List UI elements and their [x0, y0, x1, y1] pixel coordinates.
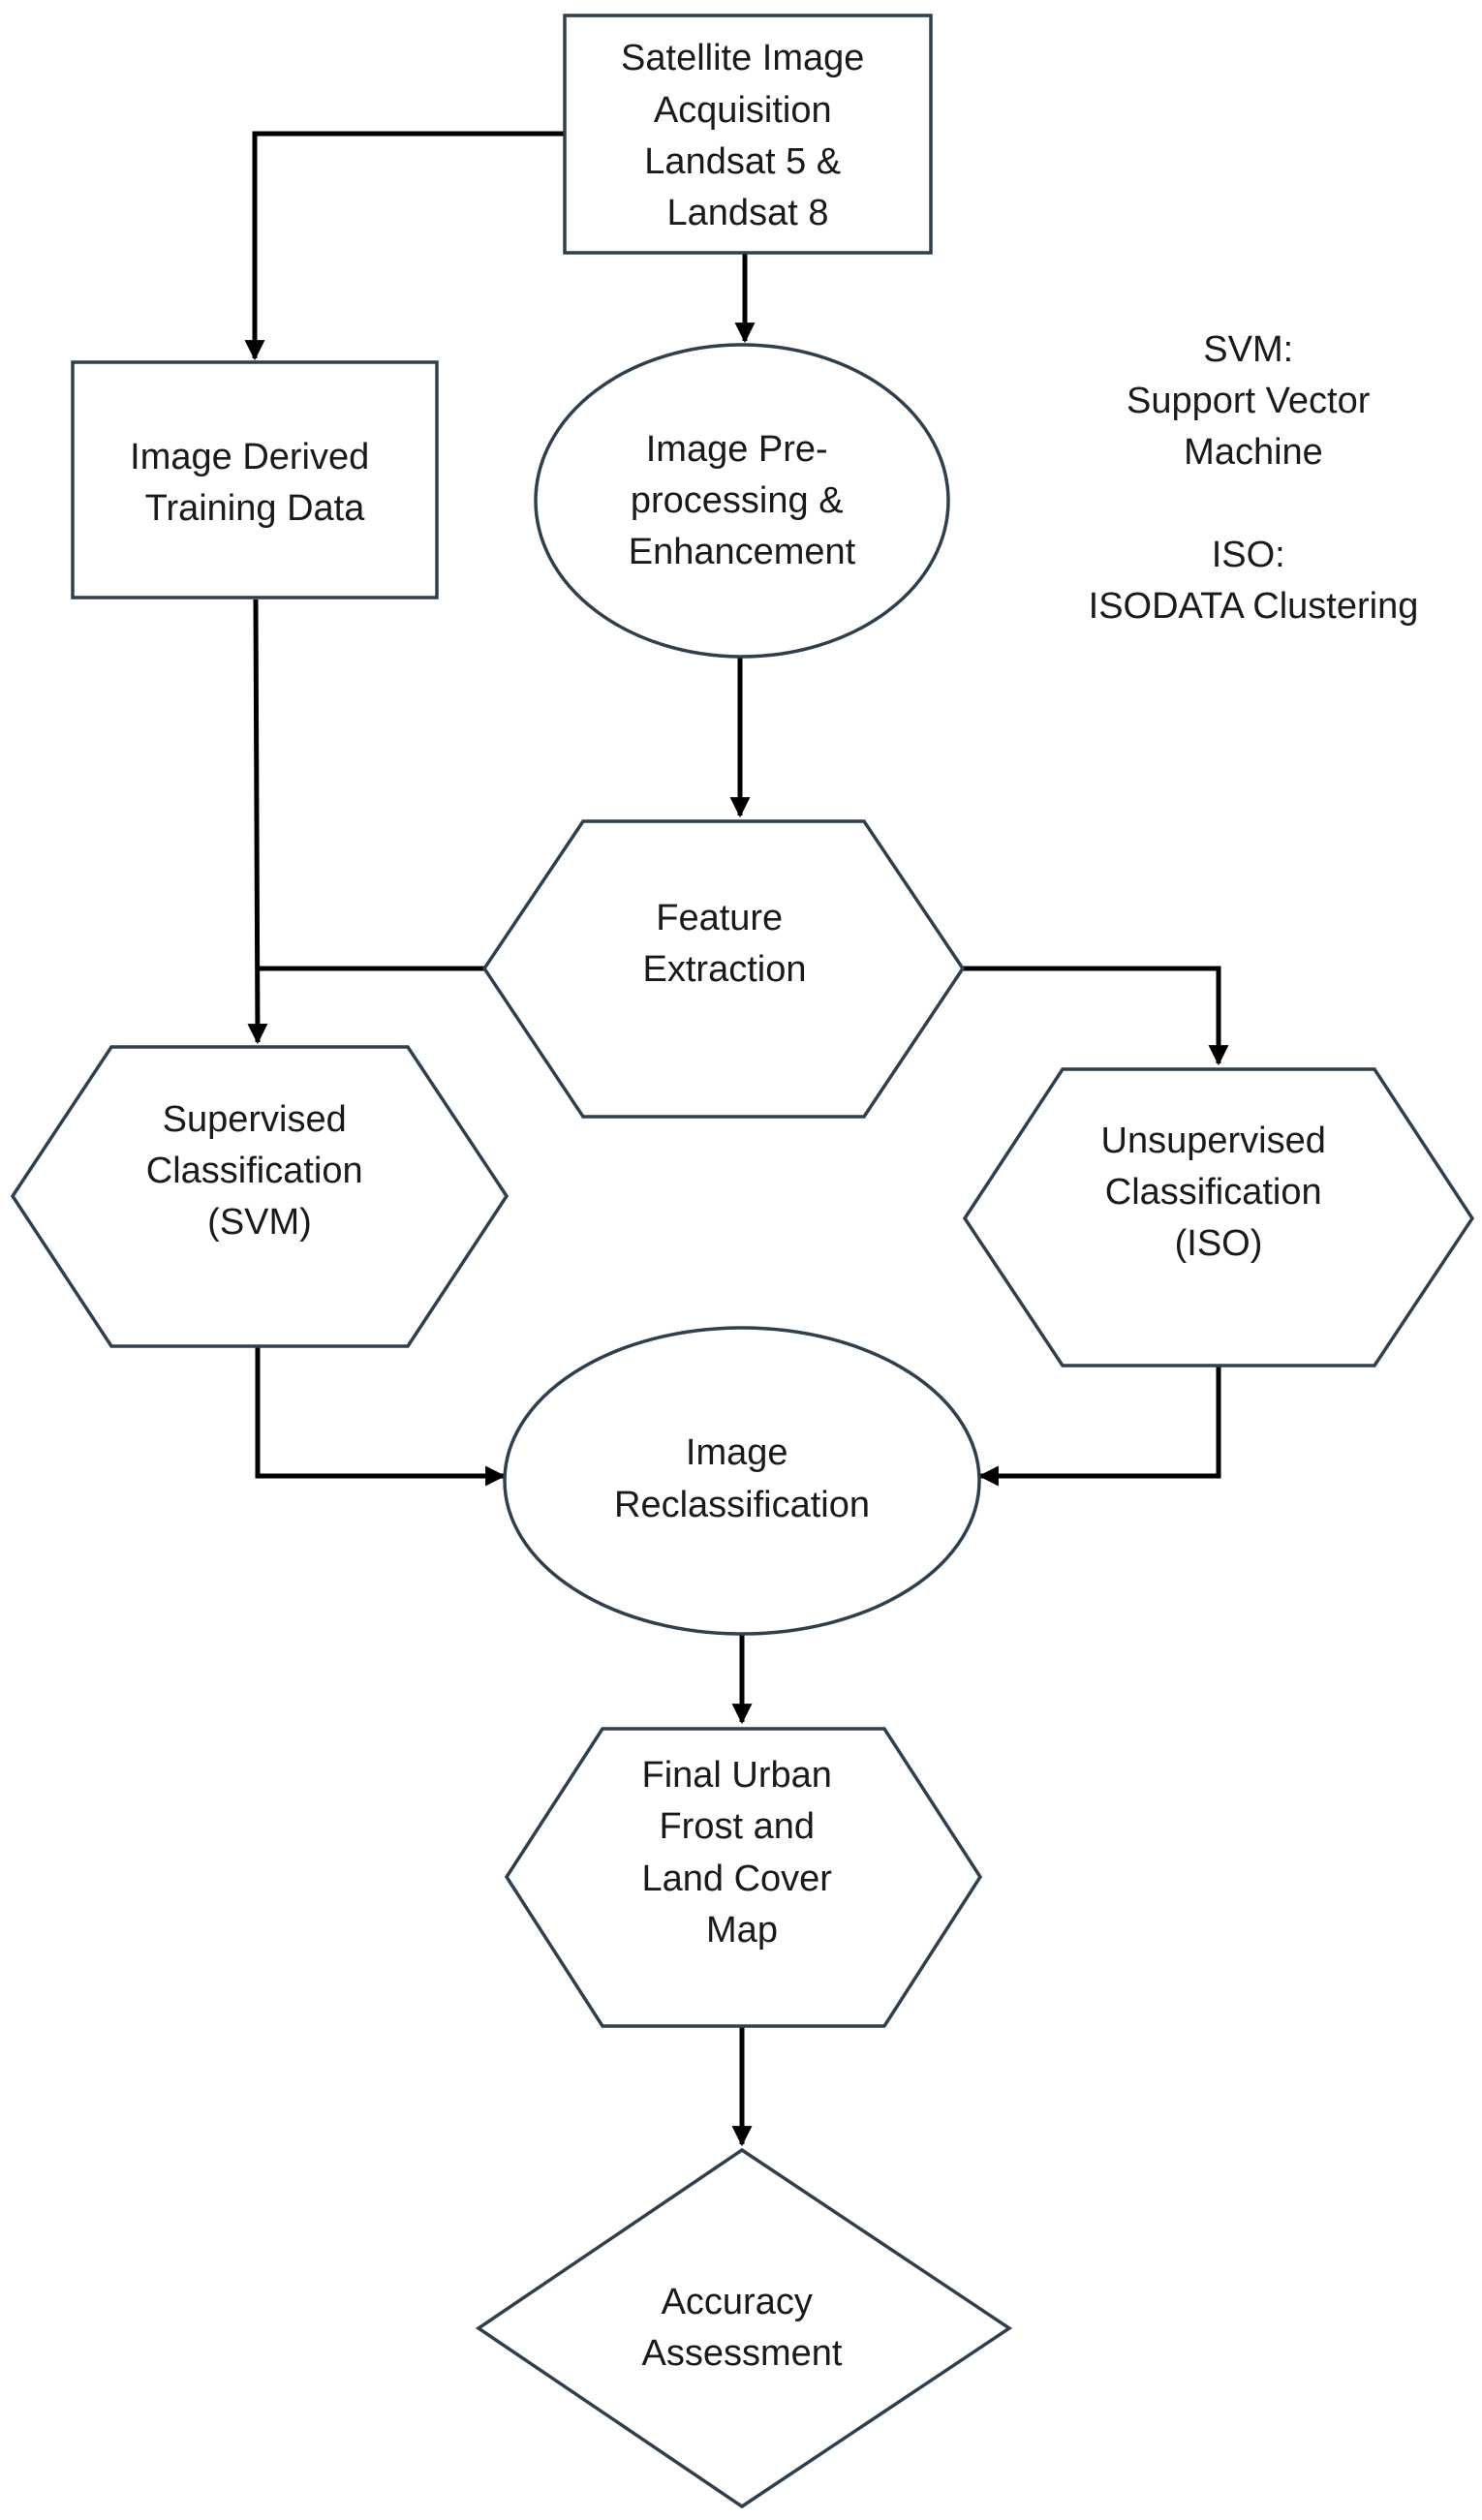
node-supervised-classification: Supervised Classification (SVM) — [10, 1045, 509, 1348]
node-feature-extraction-label: Feature Extraction — [643, 898, 807, 990]
arrow-acquisition-to-training — [244, 131, 565, 361]
node-feature-extraction: Feature Extraction — [481, 819, 966, 1119]
node-image-reclassification: Image Reclassification — [503, 1326, 981, 1636]
node-satellite-acquisition: Satellite Image Acquisition Landsat 5 & … — [563, 14, 933, 255]
node-preprocessing: Image Pre- processing & Enhancement — [534, 343, 950, 659]
legend-svm: SVM: Support Vector Machine — [1127, 329, 1380, 473]
abbreviation-legend: SVM: Support Vector Machine ISO: ISODATA… — [1089, 329, 1419, 627]
arrow-supervised-to-reclassification — [255, 1346, 507, 1487]
node-final-map-label: Final Urban Frost and Land Cover Map — [641, 1755, 842, 1951]
node-final-map: Final Urban Frost and Land Cover Map — [504, 1727, 983, 2028]
arrow-feature-to-unsupervised — [963, 966, 1229, 1066]
arrow-training-to-supervised — [247, 599, 268, 1045]
node-preprocessing-label: Image Pre- processing & Enhancement — [629, 429, 856, 572]
node-accuracy-assessment-label: Accuracy Assessment — [642, 2282, 843, 2374]
connectors — [244, 131, 1229, 2147]
node-accuracy-assessment: Accuracy Assessment — [475, 2147, 1013, 2509]
node-image-reclassification-label: Image Reclassification — [614, 1432, 870, 1525]
arrow-unsupervised-to-reclassification — [977, 1366, 1221, 1487]
node-unsupervised-classification: Unsupervised Classification (ISO) — [962, 1067, 1475, 1368]
node-training-data-label: Image Derived Training Data — [130, 437, 380, 529]
node-training-data: Image Derived Training Data — [71, 360, 439, 599]
legend-iso: ISO: ISODATA Clustering — [1089, 535, 1419, 627]
node-satellite-acquisition-label: Satellite Image Acquisition Landsat 5 & … — [621, 38, 875, 233]
node-unsupervised-classification-label: Unsupervised Classification (ISO) — [1101, 1121, 1337, 1264]
node-supervised-classification-label: Supervised Classification (SVM) — [146, 1099, 373, 1243]
